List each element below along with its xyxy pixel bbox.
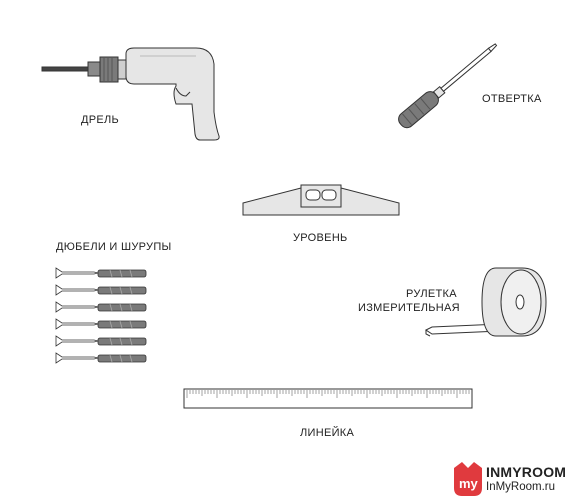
brand-name: INMYROOM [486,464,567,480]
level-icon [242,184,400,216]
label-ruler: ЛИНЕЙКА [300,427,355,439]
label-tape-line1: РУЛЕТКА [406,288,457,300]
brand-logo-icon: my [454,462,482,496]
label-drill: ДРЕЛЬ [81,114,120,126]
drill-icon [41,47,220,141]
label-tape-line2: ИЗМЕРИТЕЛЬНАЯ [358,302,460,314]
brand-block[interactable]: INMYROOM InMyRoom.ru [450,462,576,498]
label-dowels: ДЮБЕЛИ И ШУРУПЫ [56,241,172,253]
label-level: УРОВЕНЬ [293,232,348,244]
brand-url[interactable]: InMyRoom.ru [486,481,556,493]
dowels-screws-icon [55,267,147,364]
ruler-ticks [186,390,470,398]
screwdriver-icon [398,43,498,129]
brand-logo-text: my [459,476,479,491]
tape-measure-icon [425,267,547,337]
label-screwdriver: ОТВЕРТКА [482,93,542,105]
